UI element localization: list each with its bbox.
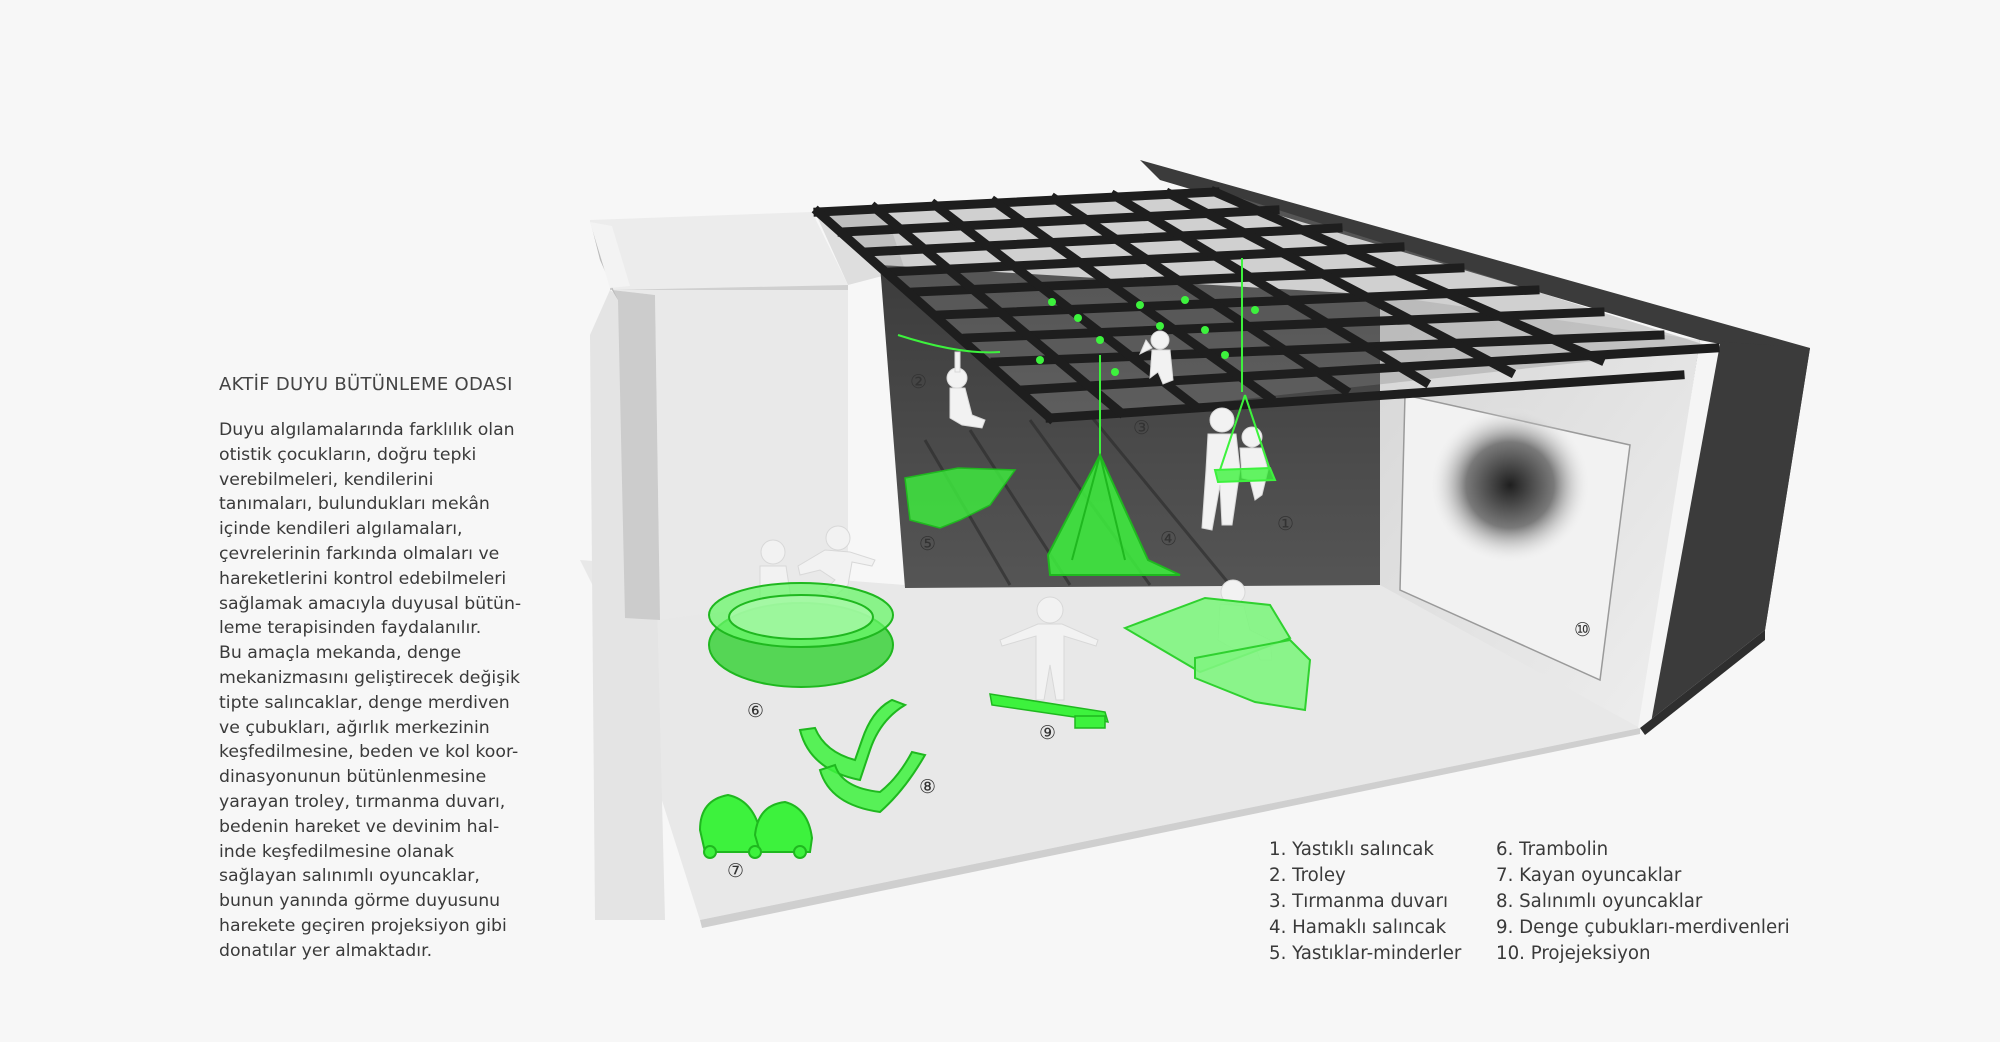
legend-right-column: 6. Trambolin 7. Kayan oyuncaklar 8. Salını… — [1496, 837, 1790, 967]
legend-item: 4. Hamaklı salıncak — [1269, 917, 1447, 938]
legend-item: 1. Yastıklı salıncak — [1269, 839, 1434, 860]
description-line: leme terapisinden faydalanılır. — [219, 618, 482, 639]
marker-8: ⑧ — [919, 776, 936, 798]
description-line: inde keşfedilmesine olanak — [219, 841, 455, 862]
description-line: harekete geçiren projeksiyon gibi — [219, 915, 507, 936]
marker-7: ⑦ — [727, 860, 744, 882]
cushion-swing — [1213, 394, 1277, 484]
marker-10: ⑩ — [1574, 619, 1591, 641]
marker-5: ⑤ — [919, 533, 936, 555]
description-line: içinde kendileri algılamaları, — [219, 519, 463, 540]
marker-4: ④ — [1160, 528, 1177, 550]
climbing-holds — [1036, 296, 1259, 376]
legend-item: 3. Tırmanma duvarı — [1269, 891, 1448, 912]
description-line: mekanizmasını geliştirecek değişik — [219, 667, 521, 688]
ceiling-grid — [811, 186, 1720, 425]
hammock-swing — [1046, 452, 1181, 576]
legend-item: 9. Denge çubukları-merdivenleri — [1496, 917, 1790, 938]
description-line: tanımaları, bulundukları mekân — [219, 494, 490, 515]
description-line: keşfedilmesine, beden ve kol koor- — [219, 742, 519, 763]
troley-child-silhouette — [946, 351, 986, 429]
marker-6: ⑥ — [747, 700, 764, 722]
back-wall — [880, 265, 1380, 588]
description-line: dinasyonunun bütünlenmesine — [219, 767, 487, 788]
marker-3: ③ — [1133, 417, 1150, 439]
description-line: yarayan troley, tırmanma duvarı, — [219, 791, 506, 812]
legend-left-column: 1. Yastıklı salıncak 2. Troley 3. Tırmanma… — [1269, 837, 1461, 967]
legend-item: 10. Projejeksiyon — [1496, 943, 1651, 964]
partition-wall — [612, 290, 848, 620]
description-line: Duyu algılamalarında farklılık olan — [219, 420, 515, 440]
description-line: tipte salıncaklar, denge merdiven — [219, 692, 510, 713]
legend-item: 5. Yastıklar-minderler — [1269, 943, 1462, 964]
rocking-toys — [798, 698, 927, 814]
balance-beam — [989, 693, 1110, 729]
sliding-toys — [698, 793, 814, 859]
description-line: donatılar yer almaktadır. — [219, 940, 433, 961]
description-line: bunun yanında görme duyusunu — [219, 891, 501, 912]
page-title: AKTİF DUYU BÜTÜNLEME ODASI — [219, 374, 513, 395]
description-line: çevrelerinin farkında olmaları ve — [219, 543, 500, 564]
description-line: ve çubukları, ağırlık merkezinin — [219, 717, 490, 738]
description-text: Duyu algılamalarında farklılık olan otist… — [219, 418, 549, 964]
description-line: sağlamak amacıyla duyusal bütün- — [219, 593, 522, 614]
balance-child-silhouette — [999, 596, 1099, 701]
climbing-child-silhouette — [1139, 330, 1174, 385]
description-line: Bu amaçla mekanda, denge — [219, 643, 462, 664]
marker-1: ① — [1277, 513, 1294, 535]
description-line: verebilmeleri, kendilerini — [219, 469, 434, 490]
legend-item: 2. Troley — [1269, 865, 1346, 886]
legend-item: 7. Kayan oyuncaklar — [1496, 865, 1682, 886]
trampoline — [708, 582, 894, 688]
projection-glow — [1430, 407, 1590, 563]
legend-item: 8. Salınımlı oyuncaklar — [1496, 891, 1703, 912]
floor-cushions — [1122, 596, 1312, 712]
description-line: sağlayan salınımlı oyuncaklar, — [219, 866, 480, 887]
marker-2: ② — [910, 371, 927, 393]
description-line: bedenin hareket ve devinim hal- — [219, 816, 500, 837]
cushion-mats — [904, 467, 1017, 529]
description-line: hareketlerini kontrol edebilmeleri — [219, 568, 507, 589]
marker-9: ⑨ — [1039, 722, 1056, 744]
description-line: otistik çocukların, doğru tepki — [219, 444, 477, 465]
troley-line — [897, 334, 1001, 354]
legend-item: 6. Trambolin — [1496, 839, 1609, 860]
